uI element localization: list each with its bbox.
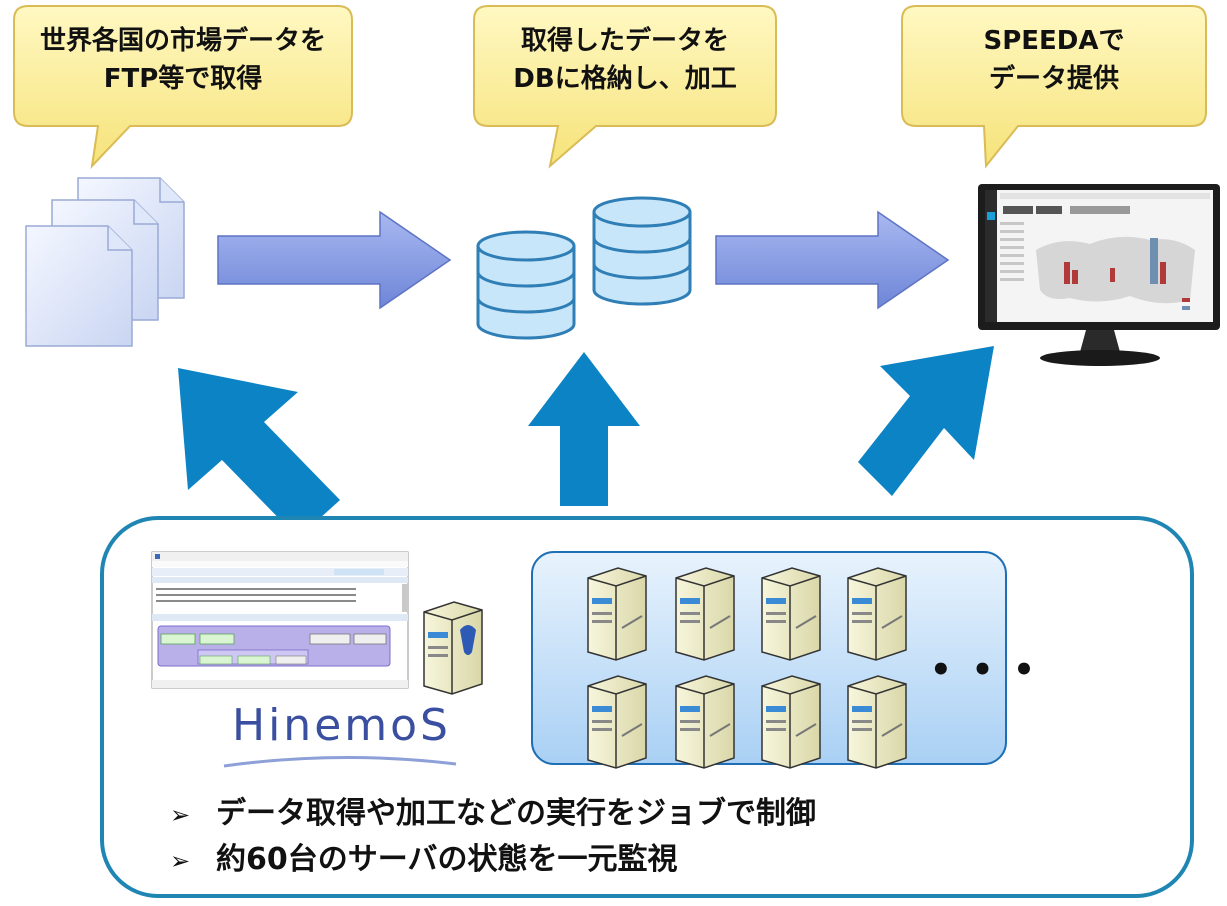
bubble-1: 世界各国の市場データを FTP等で取得 — [14, 22, 352, 122]
up-arrow-right — [858, 346, 994, 496]
server-grid — [587, 567, 907, 769]
bubble-2: 取得したデータを DBに格納し、加工 — [474, 22, 776, 122]
hinemos-logo-swoosh — [223, 755, 457, 768]
bubble-shape-1 — [13, 5, 353, 169]
more-servers-ellipsis: • • • — [930, 650, 1039, 690]
server-icon — [587, 567, 647, 661]
server-icon — [847, 675, 907, 769]
server-icon — [587, 675, 647, 769]
monitor-icon — [978, 184, 1220, 366]
bubble-1-line-2: FTP等で取得 — [103, 64, 263, 94]
bullet-2: ➢ 約60台のサーバの状態を一元監視 — [170, 834, 677, 878]
server-icon — [847, 567, 907, 661]
documents-icon — [25, 177, 185, 347]
up-arrow-center — [528, 352, 640, 506]
flow-arrow-1 — [217, 210, 452, 310]
bubble-1-line-1: 世界各国の市場データを — [39, 26, 326, 56]
bullet-2-mark: ➢ — [170, 847, 191, 875]
database-icon — [476, 196, 692, 340]
hinemos-logo: HinemoS — [232, 700, 451, 751]
bubble-3-line-1: SPEEDAで — [983, 26, 1125, 56]
up-arrow-left — [178, 368, 340, 538]
bubble-2-line-2: DBに格納し、加工 — [513, 64, 737, 94]
server-icon — [675, 675, 735, 769]
bubble-3-line-2: データ提供 — [988, 64, 1119, 94]
bubble-2-line-1: 取得したデータを — [520, 26, 729, 56]
flow-arrow-2 — [715, 210, 950, 310]
bullet-2-text: 約60台のサーバの状態を一元監視 — [216, 842, 678, 877]
server-icon — [761, 675, 821, 769]
bubble-shape-3 — [901, 5, 1207, 169]
bullet-1-mark: ➢ — [170, 801, 191, 829]
server-icon — [675, 567, 735, 661]
hinemos-client-screenshot — [151, 551, 409, 689]
server-icon — [423, 601, 483, 695]
bullet-1-text: データ取得や加工などの実行をジョブで制御 — [216, 796, 816, 831]
bubble-3: SPEEDAで データ提供 — [902, 22, 1206, 122]
bubble-shape-2 — [473, 5, 777, 169]
server-icon — [761, 567, 821, 661]
bullet-1: ➢ データ取得や加工などの実行をジョブで制御 — [170, 788, 816, 832]
